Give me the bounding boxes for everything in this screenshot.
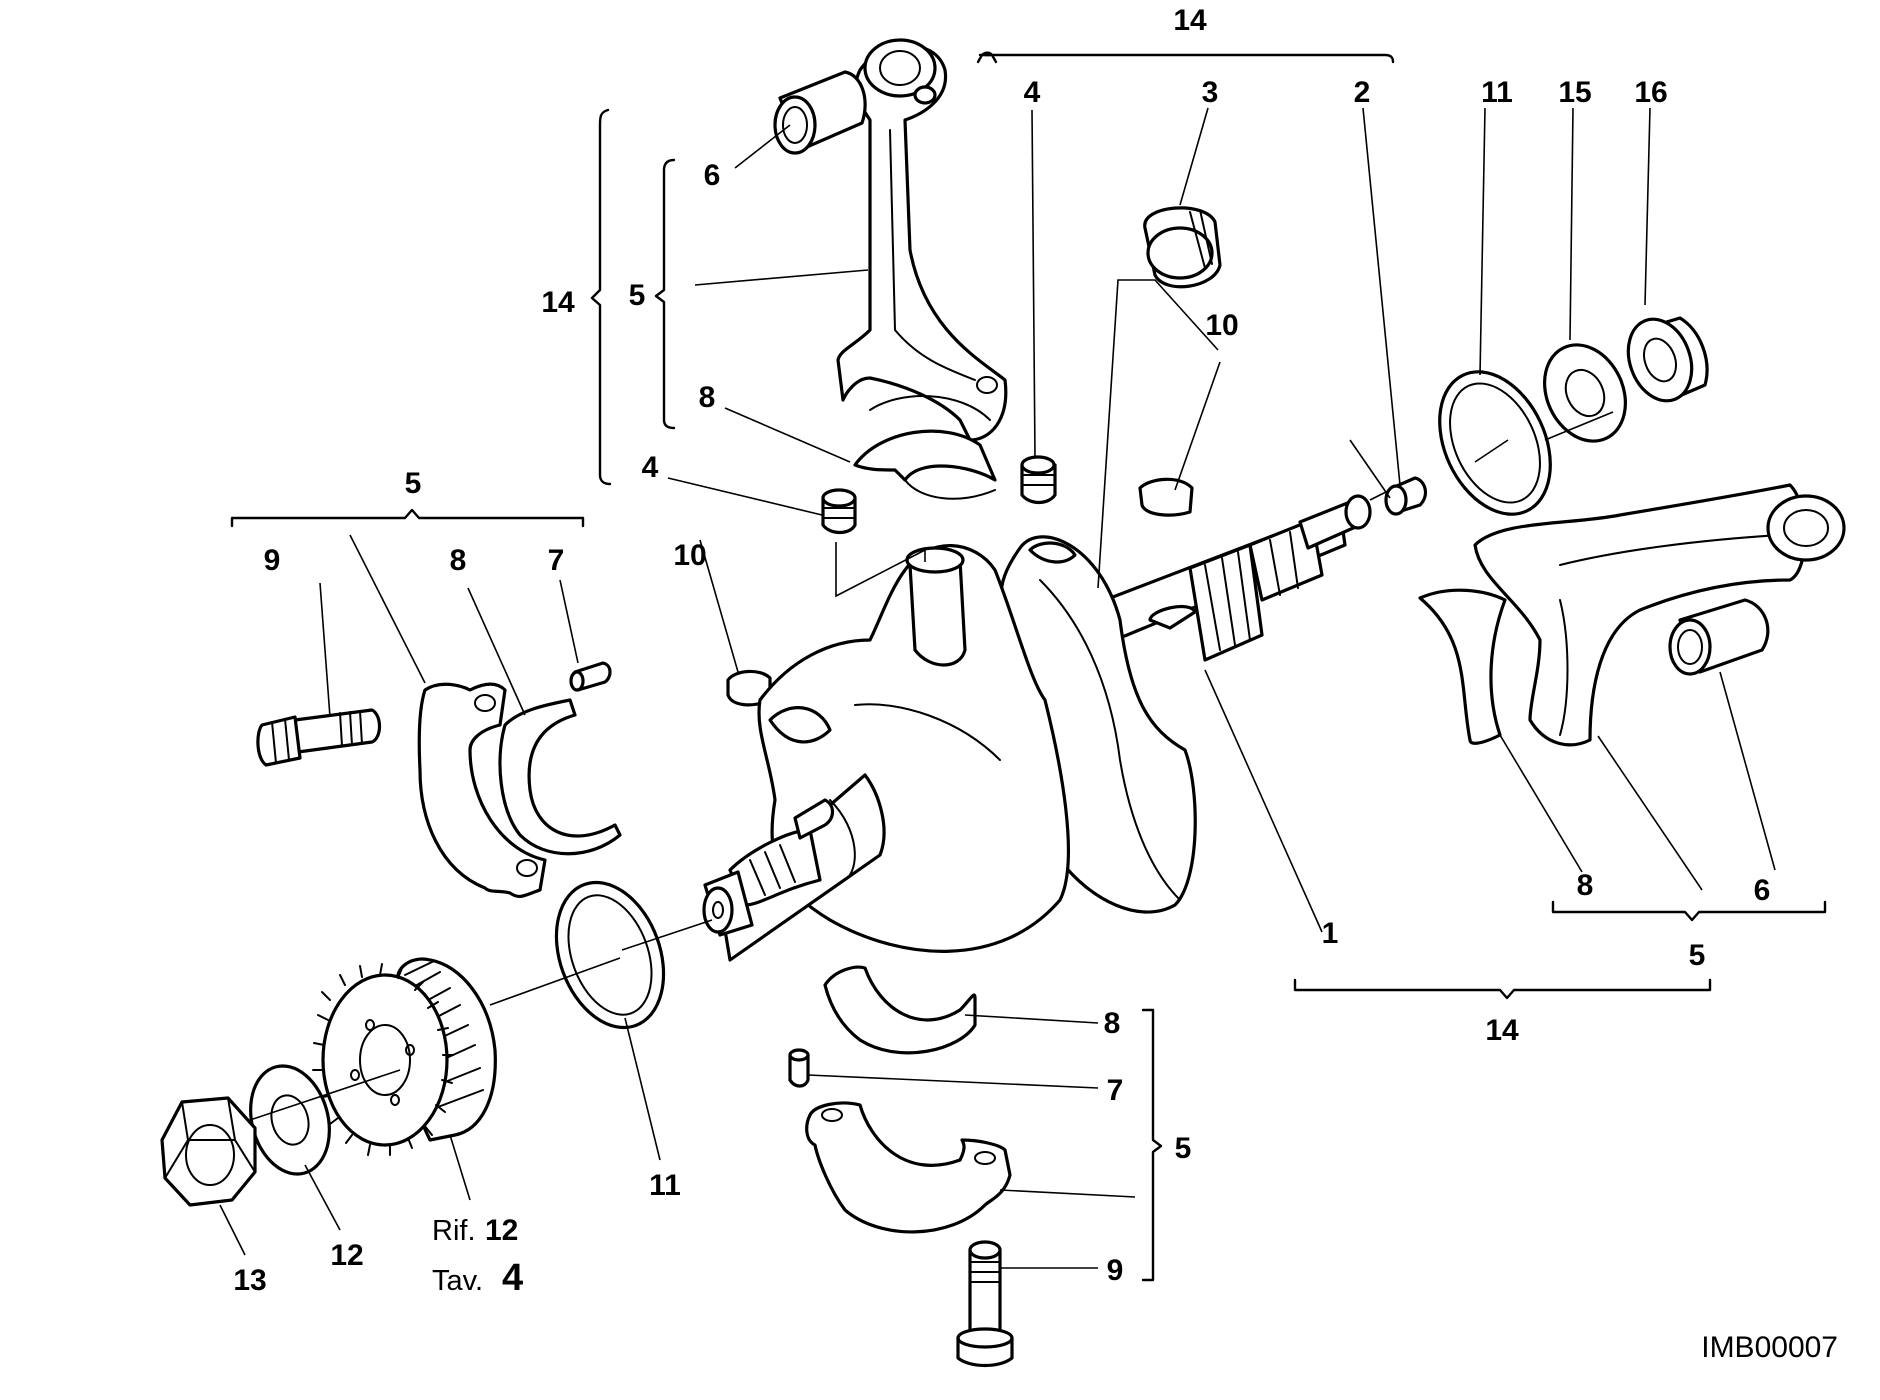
callout-4-mid: 4 [642,451,659,484]
callout-6-right: 6 [1754,874,1771,907]
callout-4-top: 4 [1024,76,1041,109]
connecting-rod-cap-left [417,682,547,899]
small-end-bushing-top [773,70,867,155]
reference-rif-label: Rif. [432,1215,476,1247]
callout-8-left: 8 [450,544,467,577]
callout-14-top: 14 [1173,4,1207,37]
bearing-shell-right [1418,588,1507,745]
callout-15: 15 [1558,76,1591,109]
callout-5-left: 5 [629,279,646,312]
bearing-shell-bottom [823,965,977,1055]
callout-2: 2 [1354,76,1371,109]
connecting-rod-cap-bottom [805,1101,1012,1234]
callout-11-left: 11 [649,1169,681,1202]
callout-10-top: 10 [1205,309,1238,342]
leader-lines [219,107,1776,1269]
connecting-rod-top-left [836,38,1008,442]
reference-note: Rif. 12 Tav. 4 [432,1214,523,1299]
callout-numbers: 14 4 3 2 11 15 16 6 14 5 8 10 4 5 9 8 7 … [233,4,1770,1297]
reference-tav-value: 4 [502,1257,523,1299]
woodruff-key-right [1138,477,1194,517]
reference-tav-label: Tav. [432,1265,483,1297]
grub-screw-right [1384,476,1428,516]
callout-7-left: 7 [548,544,565,577]
callout-7-bottom: 7 [1107,1074,1124,1107]
cap-bolt-bottom [956,1240,1014,1368]
callout-14-left: 14 [541,286,575,319]
callout-5-right: 5 [1689,939,1706,972]
callout-8-top-left: 8 [699,381,716,414]
dowel-pin-left [569,661,612,692]
callout-9-bottom: 9 [1107,1254,1124,1287]
thrust-washer-left [554,880,666,1030]
callout-6-top-left: 6 [704,159,721,192]
callout-10-mid: 10 [673,539,706,572]
bearing-shell-left [498,698,622,856]
bearing-shell-top-left [853,429,997,500]
callout-12: 12 [330,1239,363,1272]
hex-nut [160,1096,257,1207]
grub-screw-top [1020,455,1057,505]
callout-5-bottom: 5 [1175,1132,1192,1165]
callout-8-right: 8 [1577,869,1594,902]
callout-5-bracket: 5 [405,467,422,500]
grub-screw-left [821,488,857,535]
reference-rif-value: 12 [485,1214,518,1247]
bushing-16 [1626,316,1709,403]
thrust-washer-right [1438,370,1552,516]
callout-11-right: 11 [1481,76,1513,109]
washer-15 [1542,343,1628,443]
dowel-pin-bottom [788,1048,810,1088]
assembly-braces [230,51,1827,1282]
callout-16: 16 [1634,76,1667,109]
figure-code: IMB00007 [1701,1331,1838,1364]
callout-14-bottom: 14 [1485,1014,1519,1047]
cap-bolt-left [256,708,382,767]
callout-13: 13 [233,1264,266,1297]
connecting-rod-right [1473,483,1846,747]
callout-8-bottom: 8 [1104,1007,1121,1040]
threaded-plug [1143,206,1222,289]
callout-9-left: 9 [264,544,281,577]
callout-1: 1 [1322,917,1339,950]
callout-3: 3 [1202,76,1219,109]
timing-gear [312,957,497,1156]
crankshaft [702,494,1372,962]
